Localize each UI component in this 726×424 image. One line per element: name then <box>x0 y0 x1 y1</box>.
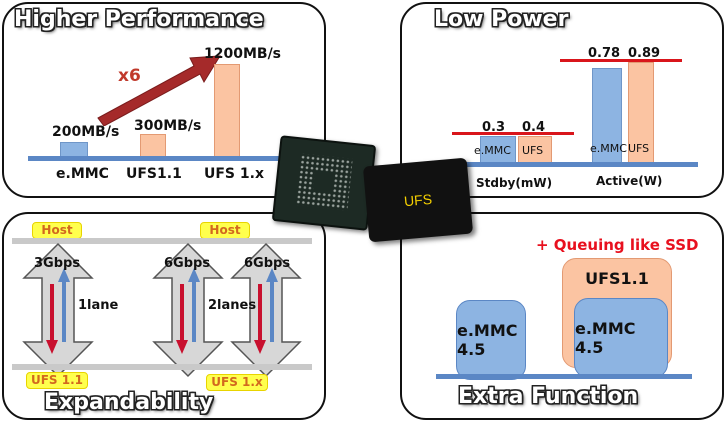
growth-arrow <box>97 55 221 126</box>
bga-ball-grid <box>295 153 353 211</box>
extra-title: Extra Function <box>458 384 639 409</box>
stdby-red-line <box>452 132 574 135</box>
performance-panel: Higher Performance x6 200MB/s 300MB/s 12… <box>2 2 326 198</box>
emmc-box-inner-label: e.MMC 4.5 <box>575 319 636 357</box>
device-tag-left: UFS 1.1 <box>26 372 88 389</box>
stdby-ufs-bar <box>518 136 552 164</box>
active-emmc-label: e.MMC <box>590 142 627 155</box>
stdby-emmc-value: 0.3 <box>482 120 506 135</box>
performance-title: Higher Performance <box>14 7 264 32</box>
stdby-emmc-label: e.MMC <box>474 144 511 157</box>
device-line <box>12 364 312 370</box>
emmc-box-inner: e.MMC 4.5 <box>574 298 668 378</box>
extra-headline: + Queuing like SSD <box>536 236 699 254</box>
performance-baseline <box>28 156 290 161</box>
extra-panel: + Queuing like SSD e.MMC 4.5 UFS1.1 e.MM… <box>400 212 724 420</box>
lane-arrows <box>22 242 302 378</box>
stdby-ufs-label: UFS <box>522 144 544 157</box>
chip-ufs-label: UFS <box>403 190 433 210</box>
active-ufs-value: 0.89 <box>628 46 661 61</box>
host-line <box>12 238 312 244</box>
right-lanes-label: 2lanes <box>208 298 257 313</box>
active-red-line <box>560 59 682 62</box>
power-title: Low Power <box>434 7 569 32</box>
bar-value-ufs1x: 1200MB/s <box>204 46 282 62</box>
bar-label-ufs1x: UFS 1.x <box>204 166 264 182</box>
emmc-box-left: e.MMC 4.5 <box>456 300 526 380</box>
expand-panel: Host Host 3Gbps 1lane 6Gbps 6Gbps 2lanes… <box>2 212 326 420</box>
active-emmc-value: 0.78 <box>588 46 621 61</box>
right-speed-label: 6Gbps <box>244 256 291 271</box>
stdby-group-label: Stdby(mW) <box>476 176 553 190</box>
chip-emmc-bga <box>271 135 377 231</box>
ufs-box-outer-label: UFS1.1 <box>585 269 649 288</box>
bar-value-emmc: 200MB/s <box>52 124 120 140</box>
host-tag-left: Host <box>32 222 82 239</box>
extra-baseline <box>436 374 692 379</box>
bar-ufs11 <box>140 134 166 158</box>
bar-value-ufs11: 300MB/s <box>134 118 202 134</box>
multiplier-label: x6 <box>118 66 141 86</box>
host-tag-right: Host <box>200 222 250 239</box>
stdby-ufs-value: 0.4 <box>522 120 546 135</box>
stdby-emmc-bar <box>480 136 516 164</box>
bar-label-ufs11: UFS1.1 <box>126 166 182 182</box>
left-lanes-label: 1lane <box>78 298 119 313</box>
active-ufs-label: UFS <box>628 142 650 155</box>
expand-title: Expandability <box>44 390 214 415</box>
emmc-box-left-label: e.MMC 4.5 <box>457 321 518 359</box>
left-speed-label: 3Gbps <box>34 256 81 271</box>
device-tag-right: UFS 1.x <box>206 374 268 391</box>
chip-ufs: UFS <box>362 157 474 243</box>
power-baseline <box>448 162 698 167</box>
middle-speed-label: 6Gbps <box>164 256 211 271</box>
bar-ufs1x <box>214 64 240 158</box>
active-ufs-bar <box>628 62 654 164</box>
active-group-label: Active(W) <box>596 174 663 188</box>
bar-label-emmc: e.MMC <box>56 166 109 182</box>
